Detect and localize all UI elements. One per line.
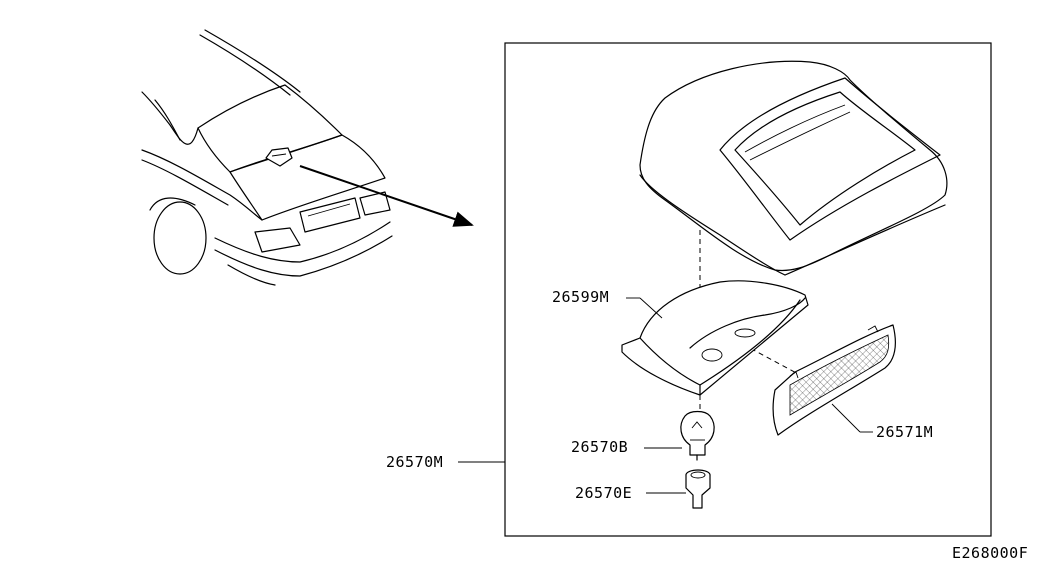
lamp-cover [639,60,948,276]
car-rear-illustration [141,29,474,286]
part-label-lens: 26571M [876,423,934,441]
socket-part [685,469,711,509]
part-label-socket: 26570E [575,484,633,502]
part-label-bulb: 26570B [571,438,629,456]
assembly-label: 26570M [386,453,444,471]
diagram-code: E268000F [952,544,1029,562]
detail-frame [504,42,992,537]
leader-lens [831,403,861,433]
leader-housing-2 [639,297,663,319]
part-label-housing: 26599M [552,288,610,306]
bulb-part [680,410,715,461]
housing-part [621,280,809,396]
lens-part [772,324,896,436]
